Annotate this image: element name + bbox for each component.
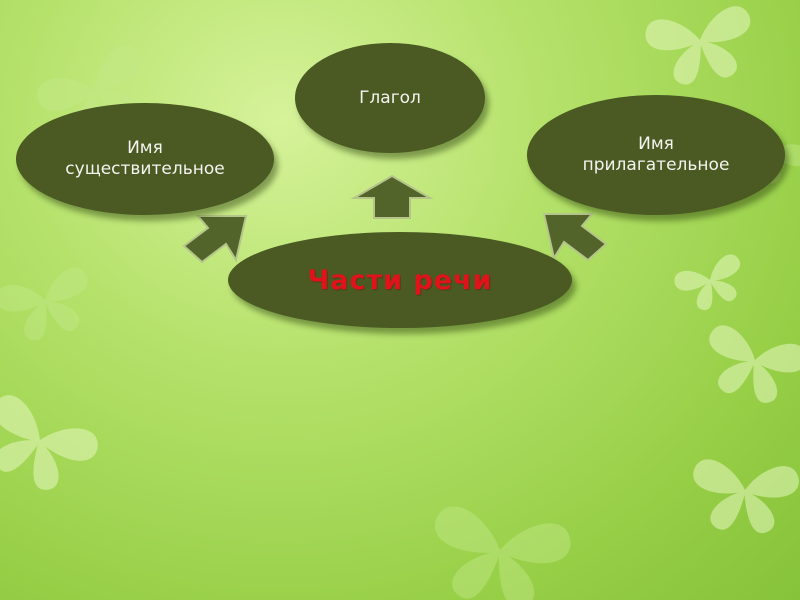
node-noun: Имя существительное xyxy=(16,103,274,215)
center-node-label: Части речи xyxy=(307,264,493,296)
node-verb-label: Глагол xyxy=(359,87,421,108)
node-verb: Глагол xyxy=(295,43,485,153)
butterfly-icon xyxy=(0,264,100,348)
center-node: Части речи xyxy=(228,232,572,328)
arrow-to-adjective xyxy=(542,213,608,262)
arrow-to-noun xyxy=(182,215,248,264)
butterfly-icon xyxy=(696,322,800,411)
butterfly-icon xyxy=(643,3,760,91)
butterfly-icon xyxy=(688,458,800,537)
butterfly-icon xyxy=(423,503,574,600)
node-adjective-label: Имя прилагательное xyxy=(582,134,730,175)
node-adjective: Имя прилагательное xyxy=(527,95,785,215)
butterfly-icon xyxy=(0,390,104,504)
node-noun-label: Имя существительное xyxy=(65,138,225,179)
butterfly-icon xyxy=(671,251,752,317)
arrow-to-verb xyxy=(350,174,434,219)
